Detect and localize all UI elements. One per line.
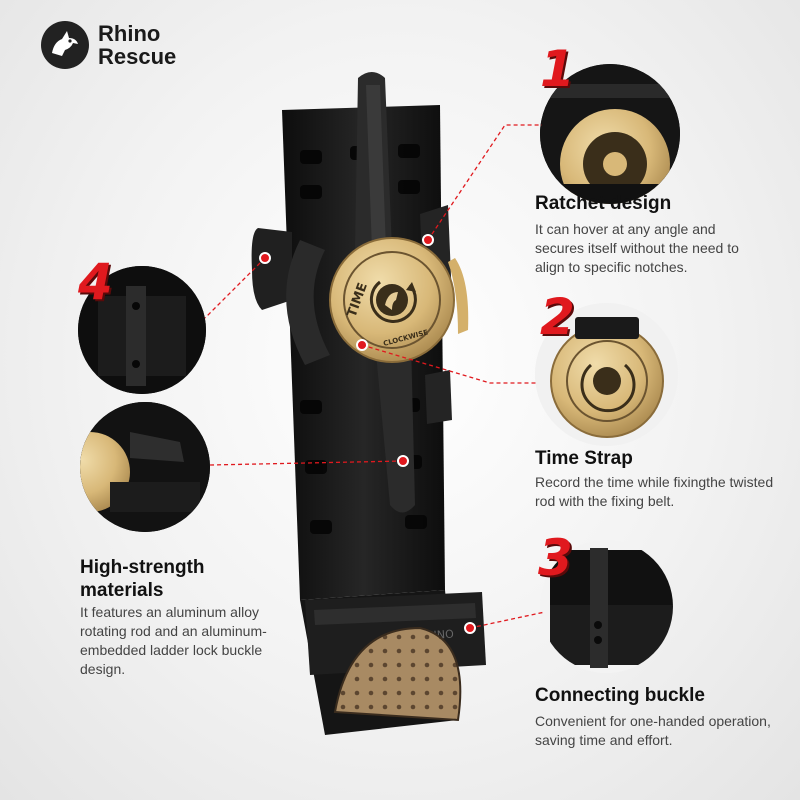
materials-detail-circle — [80, 402, 210, 532]
brand-name-line2: Rescue — [98, 44, 177, 69]
brand-name: Rhino Rescue — [98, 22, 176, 68]
time-strap-detail-circle — [535, 303, 678, 446]
feature-desc-ratchet: It can hover at any angle and secures it… — [535, 221, 739, 275]
brand-name-line1: Rhino — [98, 21, 161, 46]
feature-title-ratchet: Ratchet design — [535, 193, 672, 214]
strap-detail-image — [78, 266, 206, 394]
feature-number-4: 4 — [78, 253, 113, 311]
rod-closeup-image — [80, 402, 210, 532]
buckle-detail-image — [540, 540, 673, 673]
feature-title-materials: High-strength materials — [80, 557, 205, 601]
feature-number-1: 1 — [540, 40, 575, 98]
feature-desc-buckle: Convenient for one-handed operation, sav… — [535, 713, 771, 748]
time-dial-detail-image — [535, 303, 678, 446]
feature-number-3: 3 — [538, 529, 573, 587]
feature-desc-materials: It features an aluminum alloy rotating r… — [80, 604, 267, 677]
feature-title-time-strap: Time Strap — [535, 448, 633, 469]
rhino-head-icon — [41, 21, 89, 69]
brand-header: Rhino Rescue — [40, 20, 176, 70]
feature-title-buckle: Connecting buckle — [535, 685, 705, 706]
rod-detail-circle — [78, 266, 206, 394]
feature-number-2: 2 — [540, 288, 575, 346]
buckle-detail-circle — [540, 540, 673, 673]
feature-desc-time-strap: Record the time while fixingthe twisted … — [535, 474, 774, 509]
